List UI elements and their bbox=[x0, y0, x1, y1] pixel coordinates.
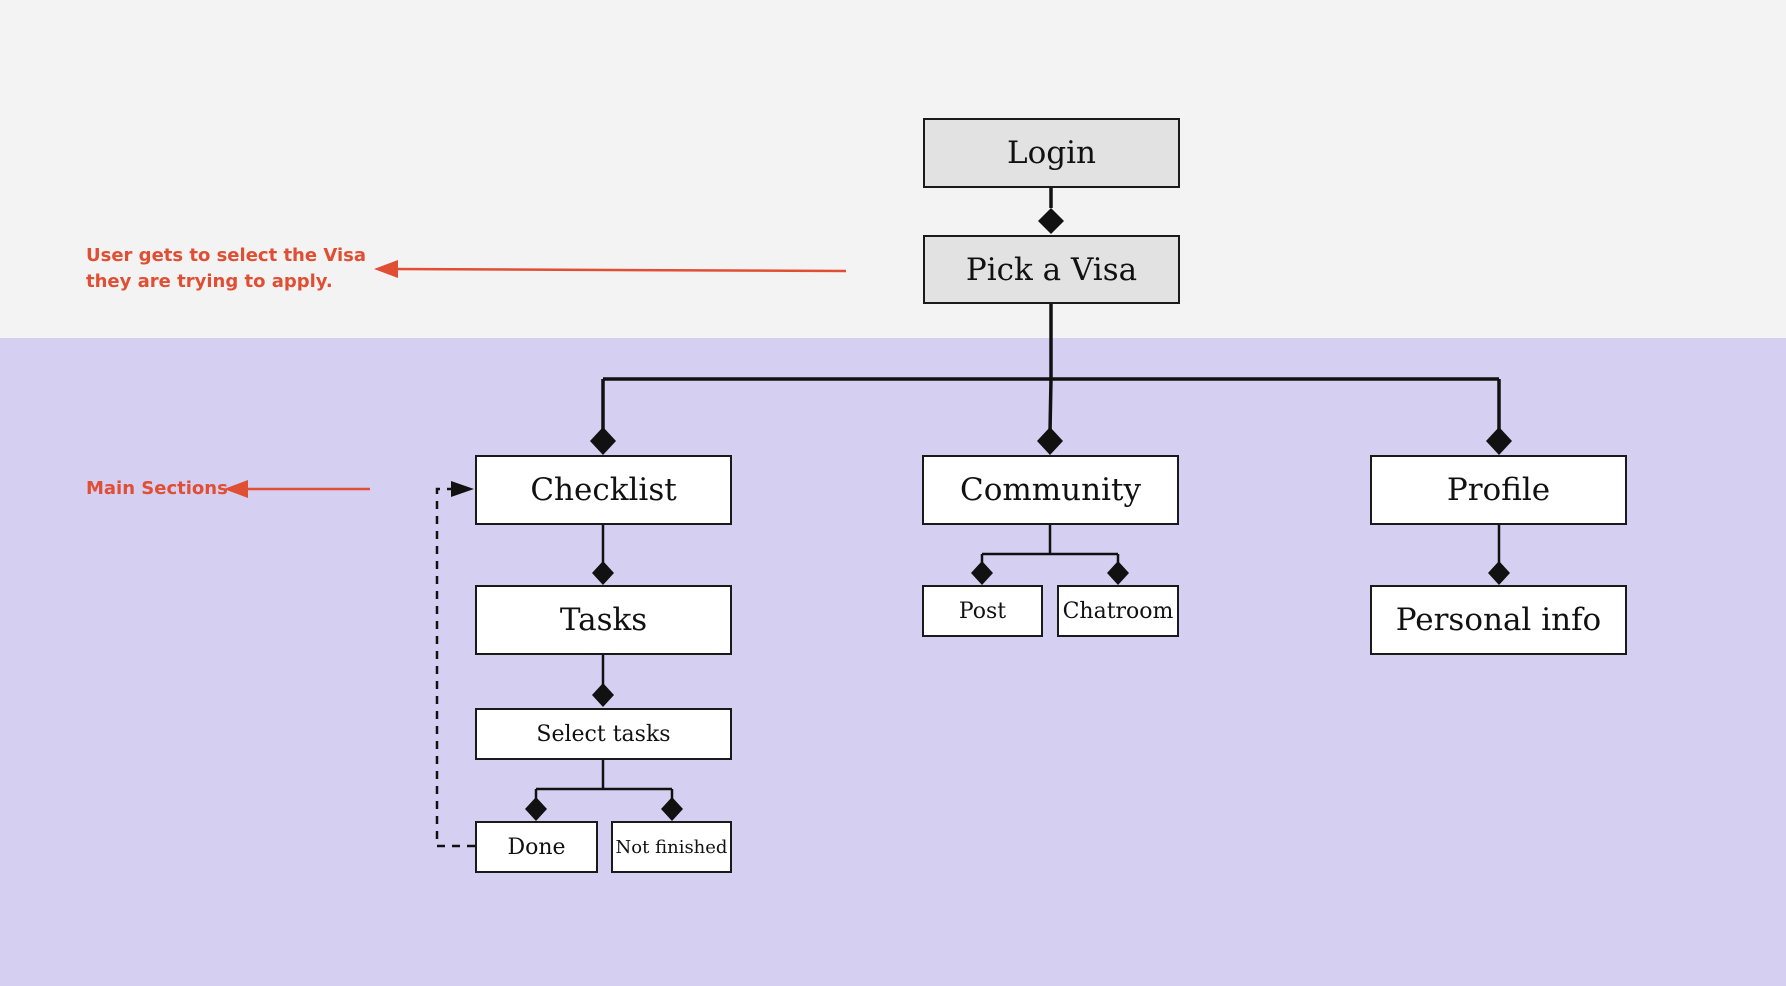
node-tasks: Tasks bbox=[475, 585, 732, 655]
node-select-tasks: Select tasks bbox=[475, 708, 732, 760]
diamond-icon bbox=[971, 561, 993, 585]
diamond-icon bbox=[1488, 561, 1510, 585]
dashed-loop-done-to-checklist bbox=[435, 487, 475, 848]
top-band bbox=[0, 0, 1786, 338]
annotation-arrow-sections-head bbox=[224, 480, 248, 498]
connector-branch-community bbox=[1048, 378, 1053, 433]
node-login: Login bbox=[923, 118, 1180, 188]
dashed-loop-arrowhead bbox=[451, 481, 474, 497]
main-sections-band bbox=[0, 338, 1786, 986]
diamond-icon bbox=[1037, 427, 1063, 455]
visa-annotation-line2: they are trying to apply. bbox=[86, 271, 333, 292]
node-post: Post bbox=[922, 585, 1043, 637]
node-not-finished: Not finished bbox=[611, 821, 732, 873]
visa-annotation-line1: User gets to select the Visa bbox=[86, 245, 366, 266]
diamond-icon bbox=[661, 797, 683, 821]
diamond-icon bbox=[590, 427, 616, 455]
diamond-icon bbox=[1038, 208, 1064, 234]
node-personal-info: Personal info bbox=[1370, 585, 1627, 655]
visa-annotation: User gets to select the Visa they are tr… bbox=[86, 243, 366, 295]
diamond-icon bbox=[1107, 561, 1129, 585]
node-community: Community bbox=[922, 455, 1179, 525]
diamond-icon bbox=[1486, 427, 1512, 455]
diamond-icon bbox=[592, 683, 614, 707]
node-pick-a-visa: Pick a Visa bbox=[923, 235, 1180, 304]
node-done: Done bbox=[475, 821, 598, 873]
node-checklist: Checklist bbox=[475, 455, 732, 525]
node-chatroom: Chatroom bbox=[1057, 585, 1179, 637]
diamond-icon bbox=[592, 561, 614, 585]
node-profile: Profile bbox=[1370, 455, 1627, 525]
diamond-icon bbox=[525, 797, 547, 821]
annotation-arrow-visa-head bbox=[374, 260, 398, 278]
annotation-arrow-visa-line bbox=[391, 267, 847, 273]
main-sections-annotation: Main Sections bbox=[86, 478, 228, 499]
